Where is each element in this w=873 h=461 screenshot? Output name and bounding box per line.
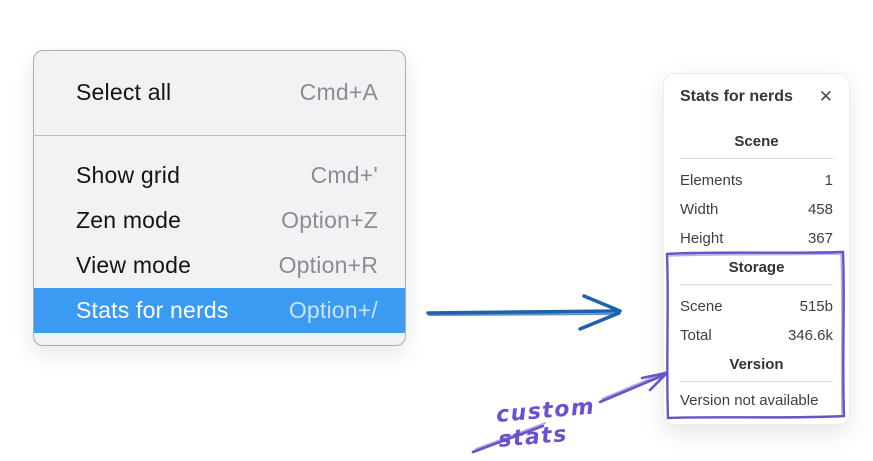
close-icon: ✕	[818, 86, 833, 107]
menu-item-select-all[interactable]: Select all Cmd+A	[34, 65, 405, 119]
menu-item-shortcut: Option+Z	[281, 207, 378, 233]
stat-value: 367	[807, 230, 833, 247]
stat-label: Scene	[680, 298, 723, 315]
menu-item-label: View mode	[76, 252, 192, 278]
menu-item-shortcut: Cmd+'	[310, 162, 378, 188]
version-status-text: Version not available	[680, 392, 819, 409]
menu-item-view-mode[interactable]: View mode Option+R	[34, 243, 405, 288]
section-divider	[680, 284, 833, 285]
menu-item-label: Zen mode	[76, 207, 182, 233]
context-menu: Select all Cmd+A Show grid Cmd+' Zen mod…	[33, 50, 406, 346]
section-divider	[680, 158, 833, 159]
menu-item-zen-mode[interactable]: Zen mode Option+Z	[34, 198, 405, 243]
stat-value: 515b	[799, 298, 833, 315]
menu-item-shortcut: Option+/	[288, 297, 378, 323]
menu-item-label: Show grid	[76, 162, 181, 188]
section-heading-scene: Scene	[734, 133, 779, 150]
menu-divider	[34, 135, 405, 136]
stat-label: Width	[680, 201, 719, 218]
menu-item-label: Select all	[76, 78, 172, 105]
stat-label: Height	[680, 230, 724, 247]
stat-row-height: Height 367	[680, 224, 833, 253]
stat-row-total-size: Total 346.6k	[680, 321, 833, 350]
stat-row-width: Width 458	[680, 195, 833, 224]
stat-label: Elements	[680, 172, 743, 189]
close-button[interactable]: ✕	[818, 86, 833, 107]
stats-panel-header: Stats for nerds ✕	[680, 87, 833, 107]
menu-item-show-grid[interactable]: Show grid Cmd+'	[34, 153, 405, 198]
menu-item-label: Stats for nerds	[76, 297, 229, 323]
stat-value: 346.6k	[787, 327, 833, 344]
flow-arrow-icon	[426, 294, 622, 331]
stats-panel-title: Stats for nerds	[680, 88, 793, 105]
annotation-label: custom stats	[495, 394, 597, 453]
stat-value: 458	[807, 201, 833, 218]
stat-label: Total	[680, 327, 712, 344]
stat-row-elements: Elements 1	[680, 166, 833, 195]
menu-item-stats-for-nerds[interactable]: Stats for nerds Option+/	[34, 288, 405, 333]
menu-item-shortcut: Option+R	[278, 252, 378, 278]
stats-panel: Stats for nerds ✕ Scene Elements 1 Width…	[663, 73, 850, 425]
section-divider	[680, 381, 833, 382]
stat-value: 1	[824, 172, 833, 189]
section-heading-storage: Storage	[728, 259, 785, 276]
section-heading-version: Version	[729, 356, 784, 373]
stat-row-scene-size: Scene 515b	[680, 292, 833, 321]
menu-item-shortcut: Cmd+A	[299, 78, 378, 105]
